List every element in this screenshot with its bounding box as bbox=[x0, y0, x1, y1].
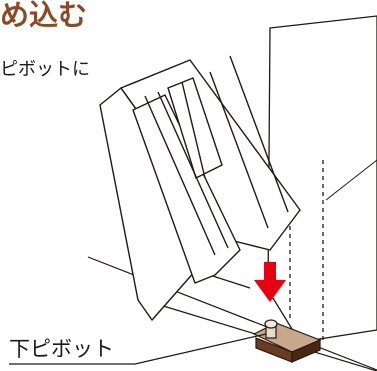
door-rail-line-4 bbox=[209, 71, 269, 229]
door-rail-line-2 bbox=[157, 91, 229, 249]
page-title: め込む bbox=[0, 0, 88, 32]
pivot-callout-label: 下ピボット bbox=[9, 337, 114, 361]
door-slab bbox=[99, 55, 301, 321]
instruction-subtitle: ピボットに bbox=[0, 59, 90, 80]
door-window bbox=[167, 77, 223, 179]
pivot-base-side bbox=[291, 339, 321, 363]
door-rail-line-3 bbox=[181, 81, 206, 179]
callout-leader-line bbox=[134, 333, 267, 365]
pivot-pin-top bbox=[264, 319, 278, 329]
wall-corner-line bbox=[325, 159, 377, 201]
door-rail-line-1 bbox=[144, 95, 216, 256]
door-rail-line-5 bbox=[229, 55, 289, 213]
down-arrow-icon bbox=[254, 262, 286, 302]
arrow-shaft bbox=[264, 262, 276, 282]
alignment-guides bbox=[289, 160, 324, 342]
lower-pivot bbox=[252, 319, 322, 363]
callout-leader bbox=[9, 333, 267, 365]
arrow-head bbox=[254, 280, 286, 302]
